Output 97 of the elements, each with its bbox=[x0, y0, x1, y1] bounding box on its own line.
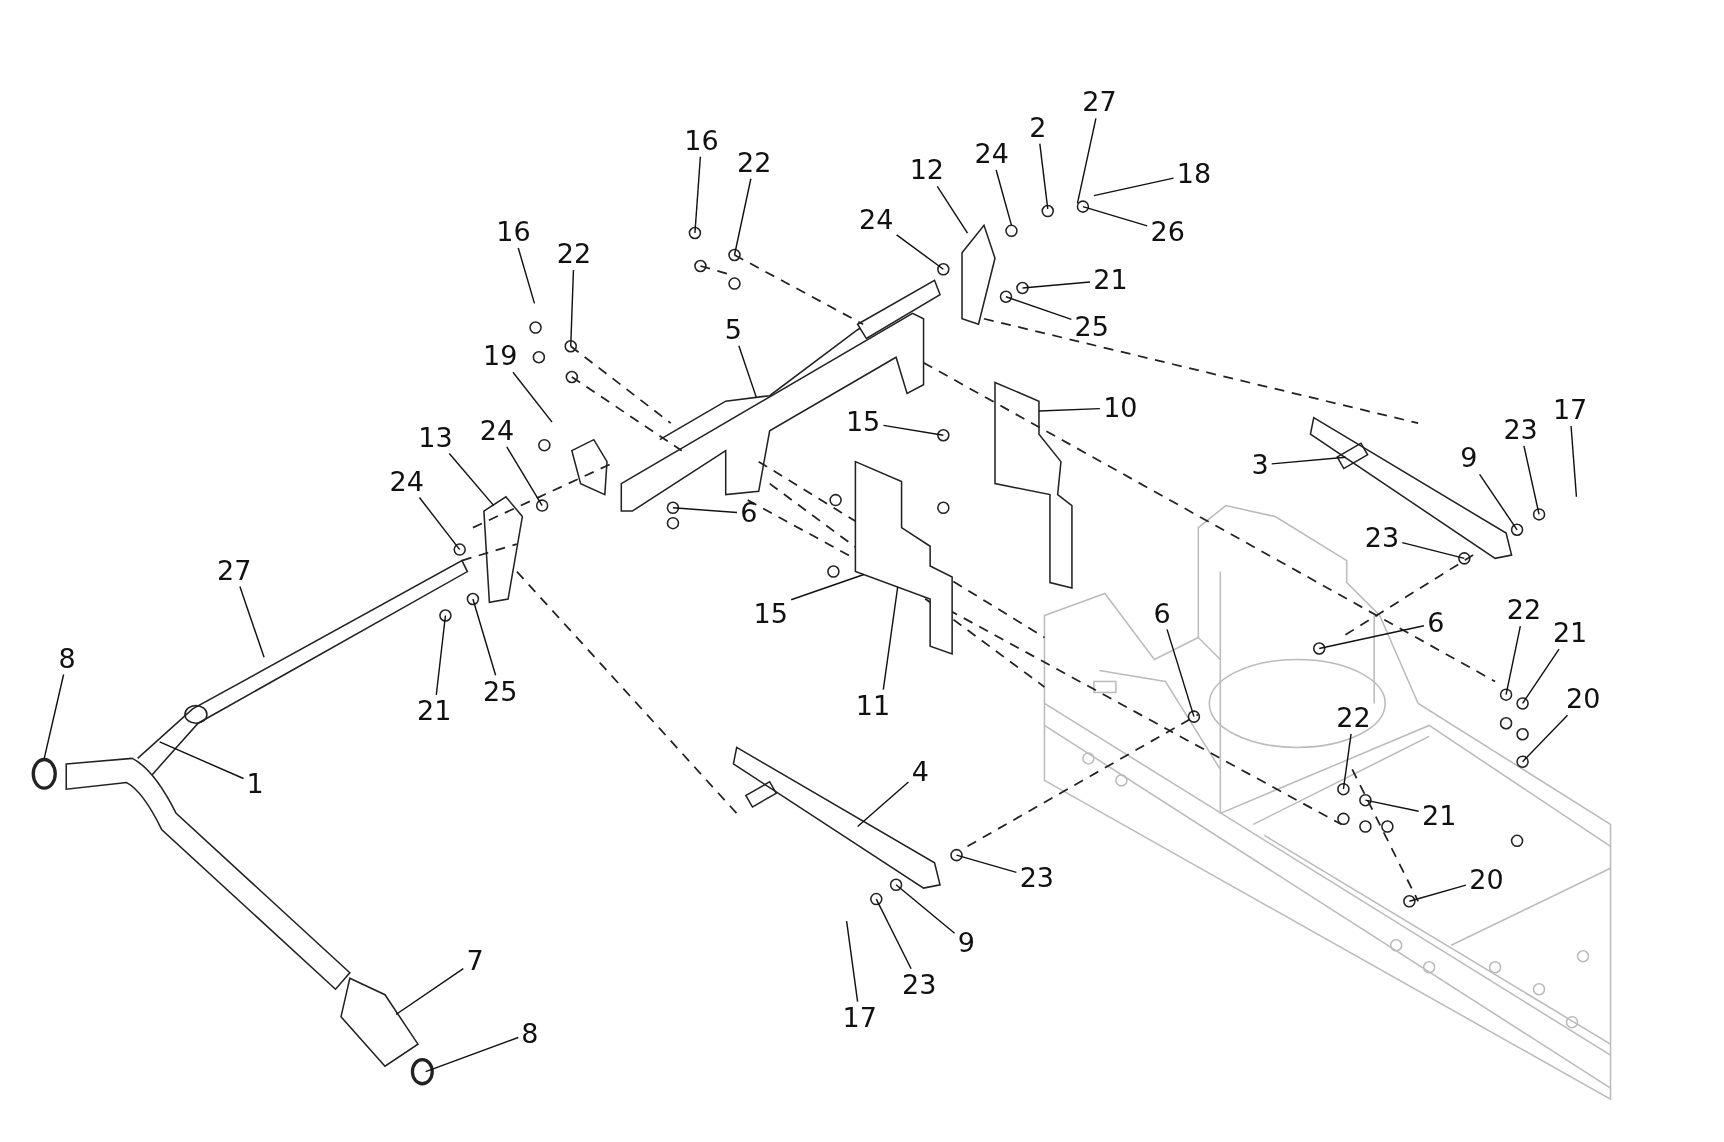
callout-number: 17 bbox=[841, 1003, 878, 1034]
callout-number: 7 bbox=[465, 945, 485, 976]
callout-number: 10 bbox=[1102, 392, 1139, 423]
leader-line bbox=[1166, 628, 1195, 718]
callout-number: 8 bbox=[520, 1018, 540, 1049]
leader-line bbox=[845, 920, 859, 1003]
leader-line bbox=[1570, 425, 1578, 498]
leader-line bbox=[1521, 648, 1560, 705]
leader-line bbox=[1076, 117, 1097, 205]
leader-line bbox=[856, 781, 910, 828]
callout-number: 19 bbox=[482, 341, 519, 372]
callout-number: 23 bbox=[1018, 863, 1055, 894]
callout-number: 18 bbox=[1175, 158, 1213, 189]
leader-line bbox=[1523, 445, 1540, 516]
bracket-plate-drawing bbox=[854, 460, 953, 656]
callout-number: 15 bbox=[752, 598, 789, 629]
leader-line bbox=[1093, 177, 1175, 197]
callout-number: 21 bbox=[1551, 618, 1589, 649]
leader-line bbox=[517, 247, 536, 305]
leader-line bbox=[882, 424, 945, 436]
callout-number: 3 bbox=[1250, 450, 1270, 481]
leader-line bbox=[1021, 281, 1091, 289]
leader-line bbox=[570, 269, 575, 347]
leader-line bbox=[1521, 714, 1569, 763]
leader-line bbox=[448, 452, 495, 507]
leader-line bbox=[1364, 799, 1420, 812]
callout-number: 13 bbox=[417, 422, 454, 453]
callout-number: 11 bbox=[854, 690, 892, 721]
leader-line bbox=[738, 345, 758, 399]
callout-number: 24 bbox=[478, 416, 516, 446]
leader-line bbox=[1342, 733, 1352, 790]
callout-number: 27 bbox=[216, 555, 253, 586]
leader-line bbox=[239, 585, 265, 658]
callout-number: 6 bbox=[1426, 608, 1446, 639]
leader-line bbox=[435, 614, 447, 696]
leader-line bbox=[882, 586, 899, 691]
callout-number: 23 bbox=[1502, 414, 1539, 445]
callout-number: 5 bbox=[723, 314, 743, 345]
leader-line bbox=[472, 598, 497, 676]
leader-line bbox=[1505, 625, 1522, 696]
leader-line bbox=[895, 884, 956, 934]
callout-number: 25 bbox=[482, 676, 519, 707]
leader-line bbox=[1038, 407, 1101, 412]
callout-number: 24 bbox=[388, 466, 425, 497]
callout-number: 17 bbox=[1551, 395, 1589, 426]
leader-line bbox=[1318, 625, 1425, 650]
callout-number: 20 bbox=[1468, 864, 1505, 895]
leader-line bbox=[43, 673, 65, 760]
callout-number: 12 bbox=[908, 155, 946, 186]
callout-number: 1 bbox=[245, 768, 265, 799]
callout-number: 2 bbox=[1028, 112, 1048, 143]
callout-number: 9 bbox=[1459, 443, 1479, 474]
leader-line bbox=[790, 573, 865, 601]
callout-number: 25 bbox=[1073, 311, 1110, 342]
callout-number: 26 bbox=[1149, 217, 1186, 247]
callout-number: 24 bbox=[973, 138, 1010, 169]
leader-line bbox=[733, 178, 752, 256]
leader-line bbox=[694, 156, 702, 234]
leader-line bbox=[158, 741, 245, 780]
callout-number: 16 bbox=[495, 217, 532, 247]
leader-line bbox=[936, 185, 969, 234]
callout-number: 20 bbox=[1565, 684, 1602, 715]
leader-line bbox=[506, 446, 543, 507]
leader-line bbox=[1270, 456, 1347, 465]
callout-number: 22 bbox=[1505, 595, 1543, 626]
callout-number: 9 bbox=[956, 928, 977, 959]
leader-line bbox=[1401, 541, 1466, 560]
callout-number: 21 bbox=[416, 696, 453, 727]
callout-number: 23 bbox=[1363, 522, 1401, 553]
callout-number: 22 bbox=[736, 147, 773, 178]
callout-number: 22 bbox=[555, 238, 593, 269]
leader-line bbox=[1478, 473, 1518, 531]
leader-line bbox=[512, 371, 553, 423]
callout-number: 23 bbox=[901, 970, 938, 1001]
leader-line bbox=[1005, 296, 1073, 321]
leader-line bbox=[672, 507, 738, 514]
callout-number: 22 bbox=[1335, 702, 1372, 733]
leader-line bbox=[1082, 205, 1148, 227]
leader-line bbox=[424, 1036, 519, 1073]
callout-number: 6 bbox=[1152, 598, 1172, 629]
callout-number: 16 bbox=[683, 125, 720, 156]
callout-number: 27 bbox=[1081, 87, 1118, 118]
leader-line bbox=[895, 234, 945, 270]
leader-line bbox=[995, 169, 1013, 227]
callout-number: 15 bbox=[844, 407, 882, 438]
callout-number: 8 bbox=[57, 643, 77, 674]
leader-line bbox=[395, 967, 465, 1016]
leader-line bbox=[875, 898, 912, 970]
callout-number: 21 bbox=[1092, 265, 1129, 296]
leader-line bbox=[418, 496, 461, 551]
callout-number: 21 bbox=[1421, 800, 1458, 831]
leader-line bbox=[1408, 884, 1467, 902]
callout-number: 24 bbox=[858, 204, 895, 235]
leader-line bbox=[955, 854, 1018, 874]
callout-number: 4 bbox=[910, 756, 930, 787]
callout-number: 6 bbox=[739, 498, 759, 529]
leader-line bbox=[1039, 142, 1049, 210]
